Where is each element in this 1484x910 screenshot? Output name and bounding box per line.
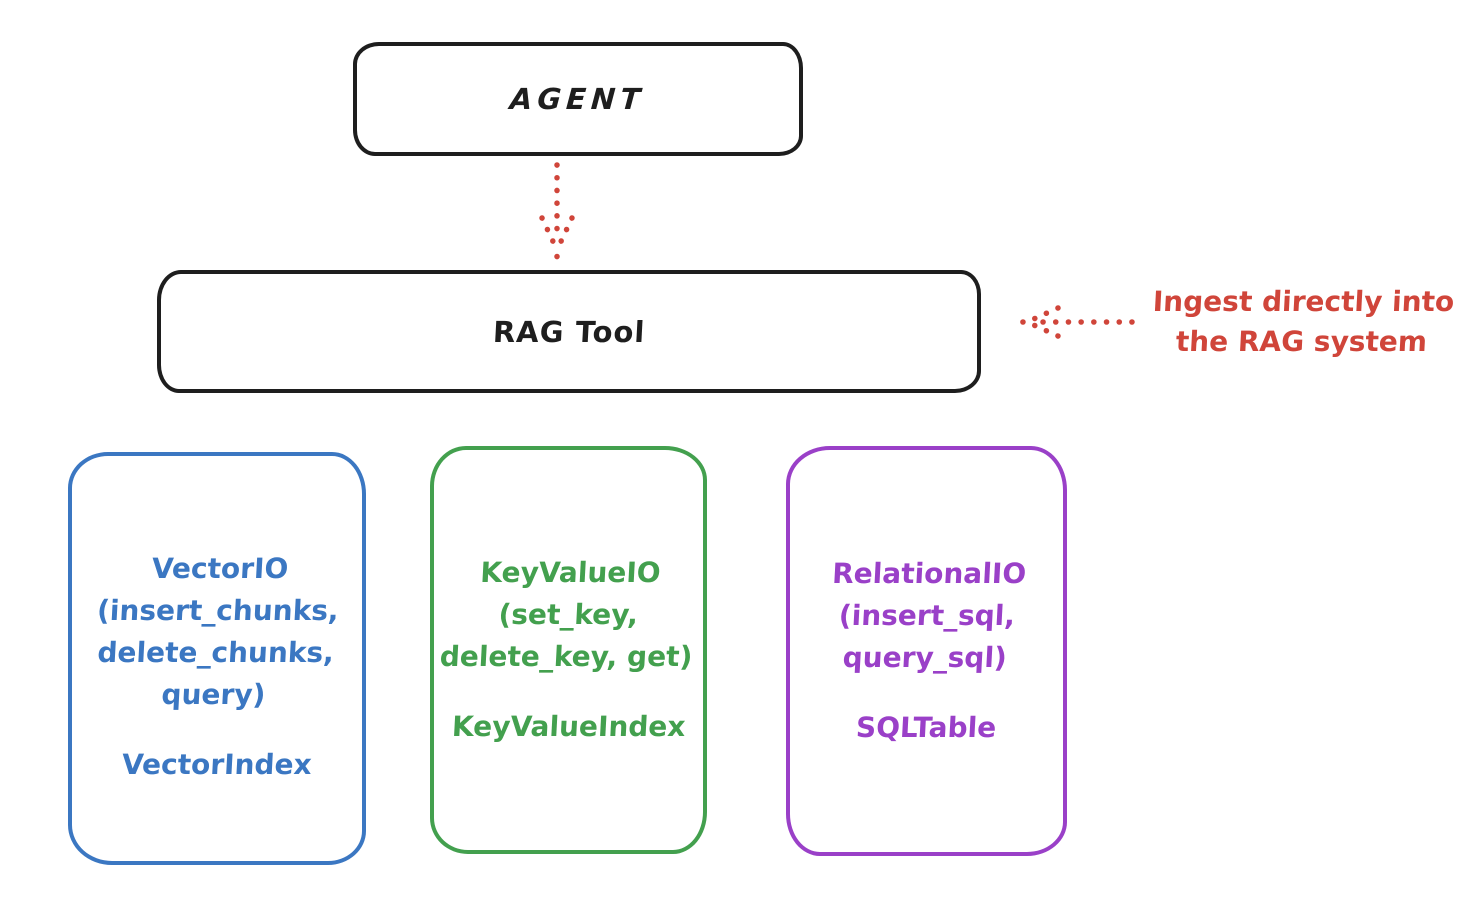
keyvalue-index-label: KeyValueIndex — [450, 710, 687, 743]
sql-table-label: SQLTable — [855, 711, 998, 744]
rag-tool-node: RAG Tool — [157, 270, 981, 393]
vector-io-node: VectorIO (insert_chunks, delete_chunks, … — [68, 452, 366, 865]
vector-index-label: VectorIndex — [121, 747, 313, 781]
relational-io-label: RelationalIO (insert_sql, query_sql) — [830, 557, 1027, 674]
arrow-down-dotted-icon — [539, 162, 575, 260]
agent-node: AGENT — [353, 42, 803, 156]
ingest-annotation: Ingest directly into the RAG system — [1152, 285, 1456, 358]
rag-tool-label: RAG Tool — [491, 314, 647, 349]
arrow-left-dotted-icon — [1019, 305, 1135, 339]
agent-label: AGENT — [509, 82, 647, 116]
relational-io-node: RelationalIO (insert_sql, query_sql) SQL… — [786, 446, 1067, 856]
keyvalue-io-node: KeyValueIO (set_key, delete_key, get) Ke… — [430, 446, 707, 854]
keyvalue-io-label: KeyValueIO (set_key, delete_key, get) — [439, 556, 694, 673]
vector-io-label: VectorIO (insert_chunks, delete_chunks, … — [96, 551, 340, 711]
